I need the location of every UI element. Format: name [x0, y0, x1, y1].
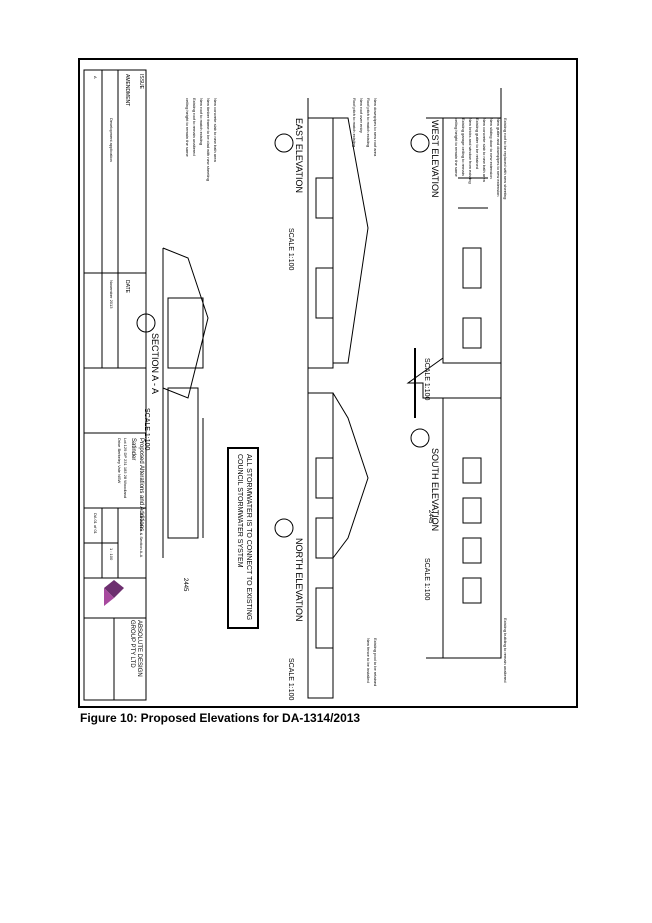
east-note: New downpipes to new roof area	[373, 98, 378, 157]
architectural-drawing	[78, 58, 578, 708]
west-note: New concrete slab to new bath area	[482, 118, 487, 182]
amendment-header: AMENDMENT	[124, 74, 130, 107]
section-dimension: 2445	[182, 578, 188, 592]
east-note: Roof pitch to match existing	[366, 98, 371, 148]
south-note: Existing building to remain unaltered	[503, 618, 508, 683]
section-drawing	[162, 247, 209, 558]
west-elevation-title: WEST ELEVATION	[430, 120, 440, 198]
issue-header: ISSUE	[138, 74, 144, 90]
section-note: New timber frame to be clad with new she…	[206, 98, 211, 181]
west-elevation-scale: SCALE 1:100	[423, 358, 430, 401]
west-note: Existing garage ceiling to remain	[461, 118, 466, 176]
west-dimension: 2445	[427, 510, 433, 524]
sheet-border	[78, 58, 578, 708]
west-note: ceiling height to remain the same	[454, 118, 459, 177]
west-note: New sliding door to new extension	[489, 118, 494, 179]
section-note: ceiling height to remain the same	[185, 98, 190, 157]
company-logo	[104, 580, 124, 606]
client-name: Satinder	[130, 438, 136, 461]
stormwater-box	[227, 447, 259, 629]
east-elevation-scale: SCALE 1:100	[287, 228, 294, 271]
figure-caption: Figure 10: Proposed Elevations for DA-13…	[80, 711, 361, 725]
view-markers	[136, 133, 430, 538]
drawing-sheet: WEST ELEVATION SCALE 1:100 SOUTH ELEVATI…	[78, 58, 578, 708]
drawing-title: Elevations & Section A-A	[139, 513, 144, 558]
west-elevation-drawing	[406, 88, 502, 659]
project-address: Lot 129 DP 231 183 28 Woodland Drive Ber…	[117, 438, 128, 499]
east-elevation-title: EAST ELEVATION	[294, 118, 304, 194]
section-note: Existing roof to remain unaltered	[192, 98, 197, 156]
date-header: DATE	[124, 280, 130, 293]
issue-value: A	[93, 76, 98, 79]
section-title: SECTION A - A	[150, 333, 160, 395]
east-elevation-drawing	[307, 98, 369, 699]
title-block	[83, 69, 147, 701]
east-note: Roof pitch to match existing	[352, 98, 357, 148]
drawing-number: DA 01 of 01	[93, 513, 98, 534]
company-name: ABSOLUTE DESIGN GROUP PTY LTD	[129, 620, 142, 677]
west-note: New bricks and window from existing	[468, 118, 473, 184]
west-note: New gutter and downpipes to new extensio…	[496, 118, 501, 197]
west-note: Existing gutter to be retained	[475, 118, 480, 169]
south-elevation-scale: SCALE 1:100	[423, 558, 430, 601]
section-note: New roof to match existing	[199, 98, 204, 146]
east-note: New roof over entry	[359, 98, 364, 133]
stormwater-note: ALL STORMWATER IS TO CONNECT TO EXISTING…	[236, 454, 252, 621]
north-elevation-title: NORTH ELEVATION	[294, 538, 304, 622]
date-value: November 2013	[109, 280, 114, 309]
section-scale: SCALE 1:100	[143, 408, 150, 451]
west-note: Existing roof to be replaced with new sh…	[503, 118, 508, 200]
amendment-value: Development application	[109, 118, 114, 162]
section-note: New concrete slab to new bath area	[213, 98, 218, 162]
north-note: Existing pool to be retained	[373, 638, 378, 687]
north-note: New fence to be installed	[366, 638, 371, 683]
north-elevation-scale: SCALE 1:100	[287, 658, 294, 701]
drawing-scale: 1 : 100	[109, 548, 114, 561]
